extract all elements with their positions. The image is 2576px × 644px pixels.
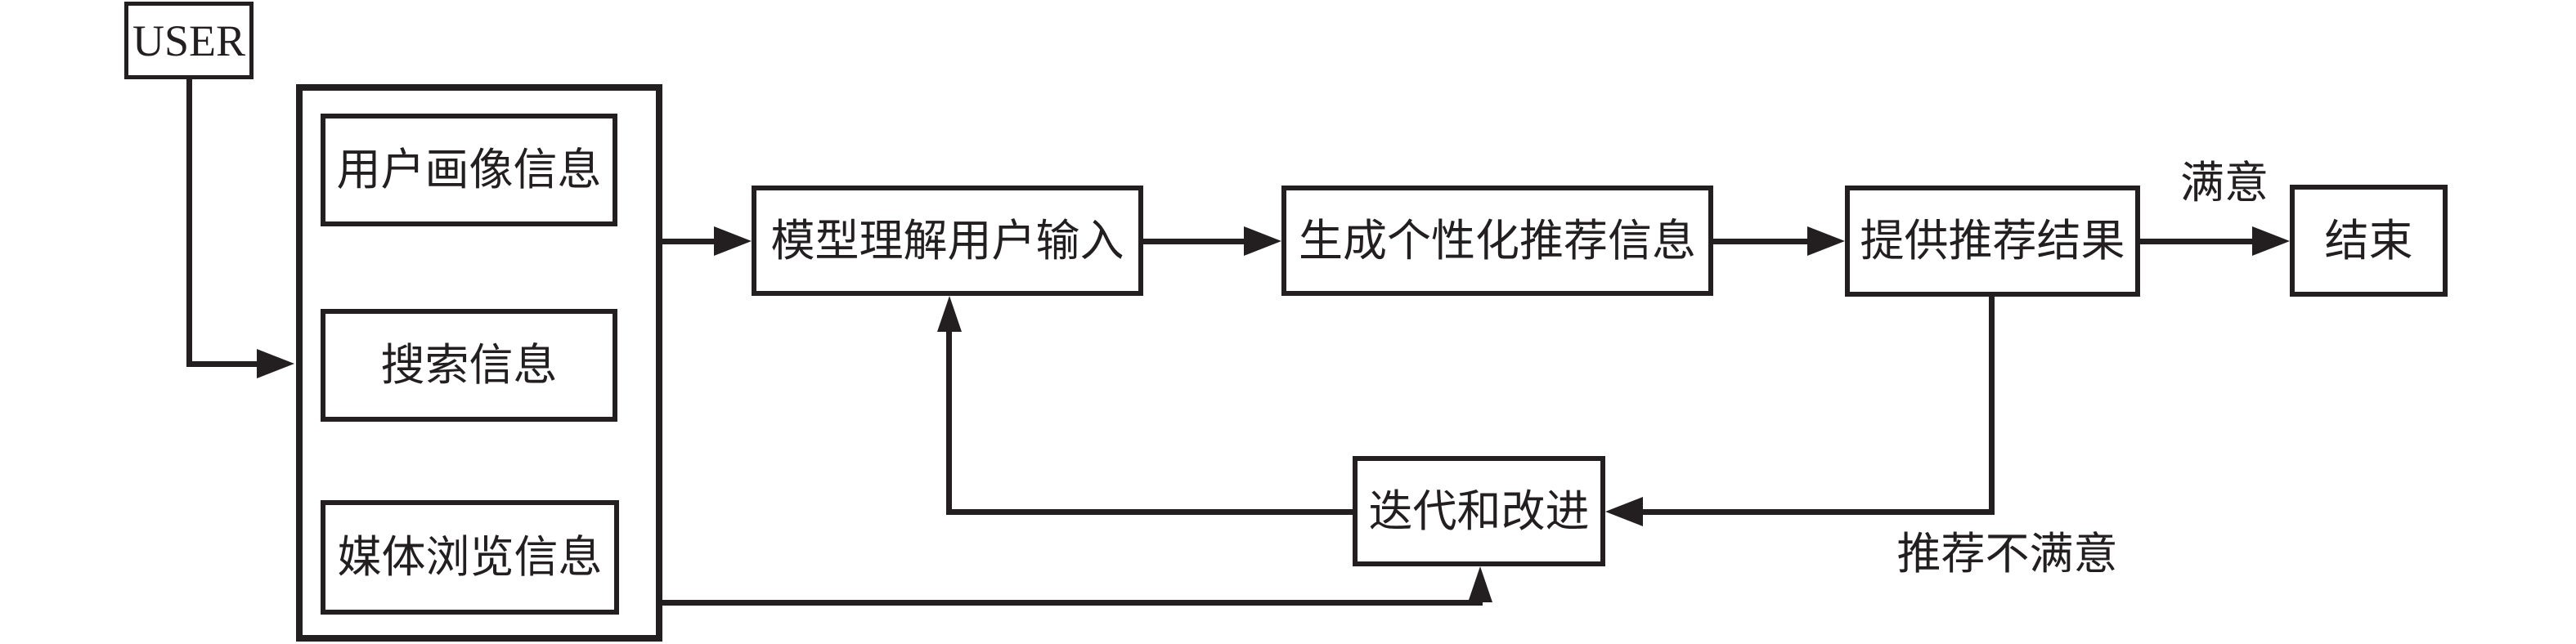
satisfied-edge-label: 满意: [2180, 159, 2269, 208]
end-label: 结束: [2324, 216, 2413, 266]
user-connector-vertical-line: [186, 78, 192, 367]
inputs-to-iterate-arrowhead: [1468, 566, 1492, 602]
model-understand-input-box: 模型理解用户输入: [752, 186, 1143, 296]
generate-recommendation-box: 生成个性化推荐信息: [1281, 186, 1713, 296]
user-profile-info-box: 用户画像信息: [321, 114, 617, 226]
generate-to-provide-arrowhead: [1807, 226, 1845, 256]
generate-to-provide-line: [1713, 239, 1809, 244]
end-box: 结束: [2290, 185, 2448, 297]
iterate-improve-label: 迭代和改进: [1368, 486, 1590, 536]
understand-to-generate-arrowhead: [1244, 226, 1281, 256]
understand-to-generate-line: [1143, 239, 1245, 244]
user-box: USER: [124, 2, 254, 79]
user-to-inputs-arrowhead: [257, 349, 294, 378]
inputs-to-understand-line: [662, 239, 716, 244]
search-info-label: 搜索信息: [380, 341, 558, 390]
search-info-box: 搜索信息: [321, 309, 617, 422]
provide-results-label: 提供推荐结果: [1860, 217, 2125, 266]
inputs-to-iterate-line: [662, 600, 1483, 606]
user-connector-horizontal-line: [186, 361, 258, 367]
media-browsing-info-label: 媒体浏览信息: [337, 533, 603, 582]
iterate-back-horizontal-line: [946, 509, 1353, 515]
provide-to-end-arrowhead: [2252, 226, 2290, 256]
provide-results-box: 提供推荐结果: [1845, 186, 2140, 297]
user-box-label: USER: [132, 16, 246, 65]
iterate-back-vertical-line: [946, 332, 952, 515]
provide-to-end-line: [2140, 239, 2254, 244]
inputs-to-understand-arrowhead: [714, 226, 752, 256]
media-browsing-info-box: 媒体浏览信息: [321, 500, 619, 615]
provide-down-line: [1989, 296, 1995, 515]
model-understand-input-label: 模型理解用户输入: [770, 216, 1124, 266]
iterate-to-understand-arrowhead: [937, 296, 962, 332]
provide-to-iterate-line: [1643, 509, 1992, 515]
iterate-improve-box: 迭代和改进: [1353, 456, 1605, 566]
provide-to-iterate-arrowhead: [1605, 497, 1643, 526]
user-profile-info-label: 用户画像信息: [336, 145, 602, 195]
unsatisfied-edge-label: 推荐不满意: [1896, 530, 2118, 579]
generate-recommendation-label: 生成个性化推荐信息: [1299, 216, 1696, 266]
